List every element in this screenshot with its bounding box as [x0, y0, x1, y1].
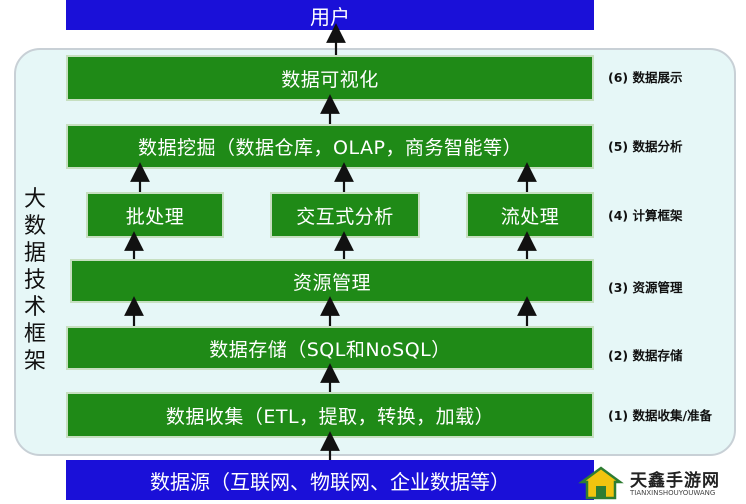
storage-label: 数据存储（SQL和NoSQL） — [209, 338, 451, 361]
visualization-label: 数据可视化 — [281, 68, 379, 91]
data-source-label: 数据源（互联网、物联网、企业数据等） — [150, 469, 510, 494]
collection-layer: 数据收集（ETL，提取，转换，加载） — [66, 392, 594, 438]
mining-layer: 数据挖掘（数据仓库，OLAP，商务智能等） — [66, 124, 594, 169]
watermark-subtitle: TIANXINSHOUYOUWANG — [630, 489, 716, 497]
step-label-2: (2) 数据存储 — [608, 348, 683, 363]
framework-title-char: 技 — [23, 268, 46, 293]
framework-title-char: 大 — [23, 187, 46, 212]
interactive-analysis-box: 交互式分析 — [270, 192, 420, 238]
framework-title-char: 数 — [23, 214, 46, 239]
framework-title-char: 术 — [23, 295, 46, 320]
framework-title-char: 据 — [23, 241, 46, 266]
framework-title-char: 框 — [23, 322, 46, 347]
step-label-1: (1) 数据收集/准备 — [608, 408, 713, 423]
stream-processing-box: 流处理 — [466, 192, 594, 238]
user-layer: 用户 — [66, 0, 594, 30]
framework-title-char: 架 — [23, 349, 46, 374]
storage-layer: 数据存储（SQL和NoSQL） — [66, 326, 594, 370]
site-watermark: 天鑫手游网 TIANXINSHOUYOUWANG — [578, 466, 744, 500]
mining-label: 数据挖掘（数据仓库，OLAP，商务智能等） — [138, 137, 522, 159]
collection-label: 数据收集（ETL，提取，转换，加载） — [165, 405, 495, 428]
watermark-title: 天鑫手游网 — [630, 471, 720, 491]
batch-label: 批处理 — [125, 205, 185, 228]
resource-label: 资源管理 — [292, 271, 371, 294]
batch-processing-box: 批处理 — [86, 192, 224, 238]
framework-title: 大 数 据 技 术 框 架 — [20, 186, 50, 375]
data-source-layer: 数据源（互联网、物联网、企业数据等） — [66, 460, 594, 500]
step-label-4: (4) 计算框架 — [608, 208, 683, 223]
stream-label: 流处理 — [500, 205, 560, 228]
step-label-6: (6) 数据展示 — [608, 70, 683, 85]
step-label-5: (5) 数据分析 — [608, 139, 683, 154]
step-label-3: (3) 资源管理 — [608, 280, 683, 295]
visualization-layer: 数据可视化 — [66, 55, 594, 101]
house-logo-icon — [578, 466, 624, 500]
resource-management-layer: 资源管理 — [70, 259, 594, 303]
user-label: 用户 — [310, 4, 350, 29]
interactive-label: 交互式分析 — [296, 205, 394, 228]
